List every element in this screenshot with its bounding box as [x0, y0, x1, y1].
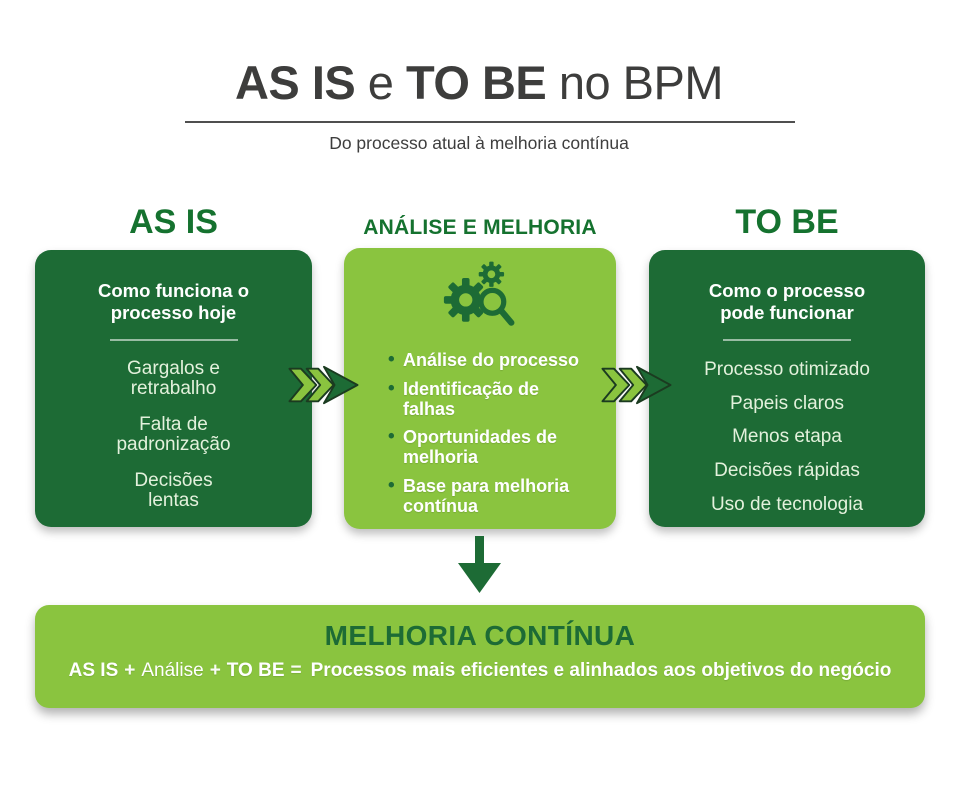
formula-result: Processos mais eficientes e alinhados ao… — [310, 660, 892, 681]
gears-magnifier-icon — [443, 261, 515, 326]
divider — [109, 338, 238, 341]
title-bold-to-be: TO BE — [406, 56, 547, 109]
as-is-card-title: Como funciona o processo hoje — [97, 280, 250, 323]
melhoria-continua-banner: MELHORIA CONTÍNUA AS IS+Análise+TO BE=Pr… — [35, 605, 925, 708]
as-is-item: Gargalos e retrabalho — [127, 357, 220, 400]
triple-chevron-right-icon — [601, 365, 672, 405]
formula-as-is: AS IS — [68, 660, 119, 681]
title-underline — [185, 121, 795, 123]
analise-item: Base para melhoria contínua — [388, 476, 610, 517]
banner-title: MELHORIA CONTÍNUA — [324, 620, 636, 651]
to-be-card-title: Como o processo pode funcionar — [708, 280, 866, 323]
analise-column-header: ANÁLISE E MELHORIA — [363, 216, 597, 239]
formula-plus: + — [124, 660, 136, 681]
to-be-item: Papeis claros — [729, 392, 845, 414]
formula-to-be: TO BE — [226, 660, 285, 681]
to-be-card: Como o processo pode funcionar Processo … — [649, 250, 925, 527]
banner-formula: AS IS+Análise+TO BE=Processos mais efici… — [45, 660, 915, 682]
analise-card: Análise do processo Identificação de fal… — [344, 248, 616, 529]
page-title: AS IS e TO BE no BPM — [0, 57, 958, 109]
to-be-item: Menos etapa — [732, 426, 842, 448]
as-is-item: Decisões lentas — [134, 469, 213, 512]
title-suffix: no BPM — [546, 56, 724, 109]
triple-chevron-right-icon — [288, 365, 359, 405]
down-arrow-icon — [458, 536, 501, 593]
title-connector: e — [355, 56, 406, 109]
to-be-column-header: TO BE — [735, 203, 839, 241]
analise-item: Identificação de falhas — [388, 379, 610, 420]
analise-bullet-list: Análise do processo Identificação de fal… — [344, 350, 616, 517]
formula-plus: + — [209, 660, 221, 681]
page-subtitle: Do processo atual à melhoria contínua — [329, 133, 629, 153]
formula-analise: Análise — [141, 660, 204, 681]
to-be-item: Processo otimizado — [704, 358, 870, 380]
analise-item: Análise do processo — [388, 350, 610, 371]
as-is-column-header: AS IS — [129, 203, 218, 241]
to-be-item: Decisões rápidas — [714, 460, 860, 482]
as-is-card: Como funciona o processo hoje Gargalos e… — [35, 250, 312, 527]
as-is-item: Falta de padronização — [116, 413, 231, 456]
title-bold-as-is: AS IS — [234, 56, 356, 109]
to-be-item: Uso de tecnologia — [710, 494, 864, 516]
divider — [723, 338, 851, 341]
formula-equals: = — [290, 660, 302, 681]
analise-item: Oportunidades de melhoria — [388, 427, 610, 468]
